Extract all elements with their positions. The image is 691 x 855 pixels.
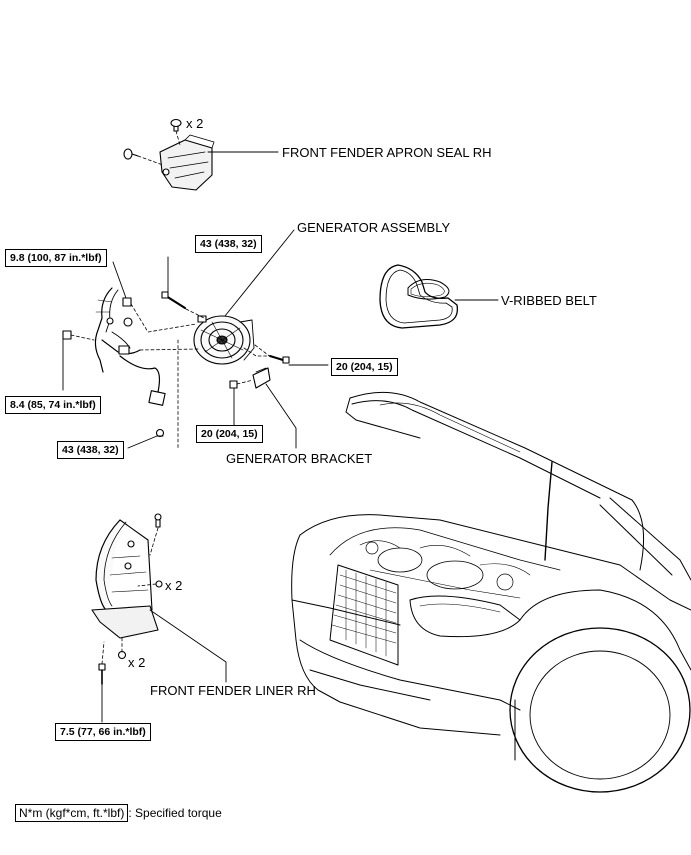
bracket-bolt-icon: [269, 355, 290, 364]
apron-seal-clip-icon: [123, 118, 182, 160]
torque-generator-bolt-top: 43 (438, 32): [195, 235, 262, 254]
generator-assembly-label: GENERATOR ASSEMBLY: [297, 220, 451, 235]
torque-terminal-nut: 8.4 (85, 74 in.*lbf): [5, 396, 101, 415]
vehicle-illustration: [291, 391, 691, 793]
generator-bracket-label: GENERATOR BRACKET: [226, 451, 373, 466]
front-fender-liner-label: FRONT FENDER LINER RH: [150, 683, 316, 698]
liner-screw-icon: [98, 663, 106, 685]
front-fender-liner-part: [91, 519, 159, 639]
generator-leader: [224, 229, 295, 317]
torque-bracket-bolt: 20 (204, 15): [331, 358, 398, 377]
bracket-leader: [265, 383, 297, 449]
torque-liner-screw: 7.5 (77, 66 in.*lbf): [55, 723, 151, 742]
front-fender-apron-seal-label: FRONT FENDER APRON SEAL RH: [282, 145, 492, 160]
harness-guide-lines: [70, 303, 199, 449]
torque-generator-bolt-bottom: 43 (438, 32): [57, 441, 124, 460]
torque-legend: N*m (kgf*cm, ft.*lbf): Specified torque: [15, 804, 222, 822]
legend-unit-box: N*m (kgf*cm, ft.*lbf): [15, 804, 129, 822]
apron-seal-clip-quantity: x 2: [186, 116, 204, 131]
v-ribbed-belt-label: V-RIBBED BELT: [501, 293, 597, 308]
torque-wire-nut: 9.8 (100, 87 in.*lbf): [5, 249, 107, 268]
generator-bolt-bottom-icon: [155, 428, 165, 438]
generator-part: [193, 315, 255, 365]
v-ribbed-belt-part: [379, 264, 459, 329]
generator-bolt-top-icon: [161, 291, 187, 310]
torque-bracket-nut: 20 (204, 15): [196, 425, 263, 444]
liner-leader: [149, 609, 227, 683]
liner-clip-quantity-lower: x 2: [128, 655, 146, 670]
generator-bracket-part: [252, 367, 271, 389]
wire-nut-icon: [122, 297, 132, 307]
apron-seal-guide-lines: [137, 130, 181, 166]
front-fender-apron-seal-part: [159, 134, 215, 191]
terminal-nut-icon: [62, 330, 72, 340]
legend-description: : Specified torque: [128, 806, 222, 820]
bracket-nut-icon: [229, 380, 238, 389]
wire-harness-part: [94, 287, 166, 406]
liner-clip-quantity-upper: x 2: [165, 578, 183, 593]
